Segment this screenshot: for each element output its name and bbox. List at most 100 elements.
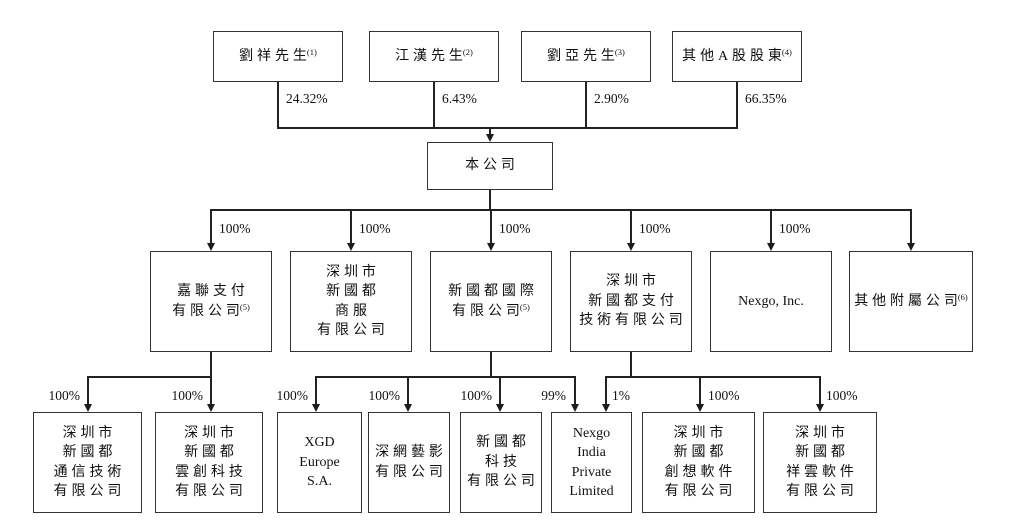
ownership-percentage: 100%: [359, 221, 391, 236]
ownership-percentage: 100%: [48, 388, 81, 403]
connector-arrowhead-icon: [206, 243, 215, 251]
node-label-line: 有限公司: [175, 482, 243, 502]
node-label-line: 新國都: [326, 282, 376, 302]
node-label-text: Nexgo, Inc.: [738, 293, 804, 309]
ownership-percentage: 100%: [219, 221, 251, 236]
org-node-xinguodu-comm-tech: 深圳市新國都通信技術有限公司: [33, 412, 142, 513]
connector-line: [489, 127, 491, 136]
node-label-text: 深圳市: [326, 264, 380, 280]
node-label-text: 新國都支付: [588, 293, 678, 309]
node-label-text: Europe: [299, 454, 340, 470]
node-label-line: 劉祥先生(1): [239, 47, 317, 67]
node-label-line: S.A.: [307, 472, 332, 492]
connector-line: [736, 81, 738, 129]
footnote-ref: (5): [519, 301, 530, 312]
connector-line: [605, 376, 821, 378]
connector-line: [277, 127, 738, 129]
connector-line: [490, 209, 492, 246]
node-label-text: 新國都: [795, 445, 849, 460]
node-label-line: Private: [572, 463, 612, 483]
node-label-line: 新國都: [795, 443, 845, 463]
connector-arrowhead-icon: [83, 404, 92, 412]
ownership-percentage: 24.32%: [286, 91, 328, 106]
node-label-line: 深圳市: [674, 424, 724, 444]
node-label-line: 深圳市: [184, 424, 234, 444]
node-label-line: 新國都: [674, 443, 724, 463]
ownership-percentage: 1%: [612, 388, 630, 403]
connector-line: [87, 376, 89, 406]
connector-arrowhead-icon: [626, 243, 635, 251]
node-label-text: 雲創科技: [175, 464, 247, 480]
ownership-percentage: 100%: [276, 388, 309, 403]
connector-line: [489, 189, 491, 211]
ownership-percentage: 2.90%: [594, 91, 629, 106]
node-label-line: 深圳市: [606, 272, 656, 292]
node-label-line: 江漢先生(2): [395, 47, 473, 67]
node-label-line: Europe: [299, 453, 339, 473]
node-label-line: 雲創科技: [175, 463, 243, 483]
ownership-percentage: 100%: [460, 388, 493, 403]
node-label-line: Nexgo: [573, 424, 610, 444]
node-label-line: 新國都支付: [588, 292, 674, 312]
connector-line: [490, 351, 492, 378]
node-label-text: 創想軟件: [664, 464, 737, 480]
ownership-percentage: 6.43%: [442, 91, 477, 106]
node-label-line: 商服: [335, 302, 367, 322]
footnote-ref: (5): [239, 301, 250, 312]
node-label-text: Nexgo: [572, 425, 611, 441]
node-label-line: 有限公司(5): [452, 302, 530, 322]
ownership-percentage: 100%: [171, 388, 204, 403]
connector-line: [407, 376, 409, 406]
node-label-text: 劉祥先生: [239, 48, 311, 64]
node-label-line: 創想軟件: [665, 463, 733, 483]
connector-line: [210, 209, 212, 246]
node-label-text: 劉亞先生: [547, 48, 619, 64]
node-label-text: 科技: [485, 454, 521, 470]
node-label-text: 新國都: [62, 445, 117, 460]
node-label-text: 商服: [335, 303, 371, 319]
node-label-text: 新國都: [673, 445, 728, 460]
org-node-xinguodu-chuangxiang: 深圳市新國都創想軟件有限公司: [642, 412, 755, 513]
node-label-text: 有限公司: [317, 323, 389, 338]
node-label-line: 有限公司: [786, 482, 854, 502]
connector-line: [350, 209, 352, 246]
connector-arrowhead-icon: [485, 134, 494, 142]
node-label-line: 有限公司: [54, 482, 122, 502]
ownership-percentage: 99%: [541, 388, 566, 403]
node-label-line: 通信技術: [54, 463, 122, 483]
node-label-text: 有限公司: [452, 303, 524, 319]
node-label-line: 有限公司: [317, 321, 385, 341]
connector-arrowhead-icon: [906, 243, 915, 251]
connector-line: [819, 376, 821, 406]
node-label-line: 新國都: [63, 443, 113, 463]
connector-line: [630, 209, 632, 246]
org-node-xinguodu-shangfu: 深圳市新國都商服有限公司: [290, 251, 412, 352]
node-label-line: 有限公司: [467, 472, 535, 492]
node-label-text: 深圳市: [795, 425, 849, 441]
node-label-text: 深圳市: [673, 425, 728, 441]
node-label-line: India: [577, 443, 606, 463]
connector-line: [699, 376, 701, 406]
connector-arrowhead-icon: [346, 243, 355, 251]
connector-arrowhead-icon: [601, 404, 610, 412]
node-label-line: 有限公司: [375, 463, 443, 483]
org-node-xinguodu-yunchuang: 深圳市新國都雲創科技有限公司: [155, 412, 263, 513]
node-label-text: 其他A股股東: [682, 48, 786, 64]
connector-line: [433, 81, 435, 129]
connector-line: [277, 81, 279, 129]
node-label-line: 劉亞先生(3): [547, 47, 625, 67]
node-label-line: 科技: [485, 453, 517, 473]
node-label-text: 有限公司: [467, 474, 539, 490]
ownership-percentage: 100%: [708, 388, 740, 403]
node-label-line: Limited: [569, 482, 613, 502]
node-label-text: 有限公司: [375, 464, 447, 480]
org-node-the-company: 本公司: [427, 142, 553, 190]
ownership-percentage: 100%: [499, 221, 531, 236]
node-label-text: 深圳市: [184, 425, 238, 441]
node-label-line: 新國都國際: [448, 282, 534, 302]
node-label-line: 新國都: [184, 443, 234, 463]
connector-arrowhead-icon: [311, 404, 320, 412]
node-label-text: 新國都: [184, 445, 238, 460]
footnote-ref: (6): [957, 291, 968, 302]
